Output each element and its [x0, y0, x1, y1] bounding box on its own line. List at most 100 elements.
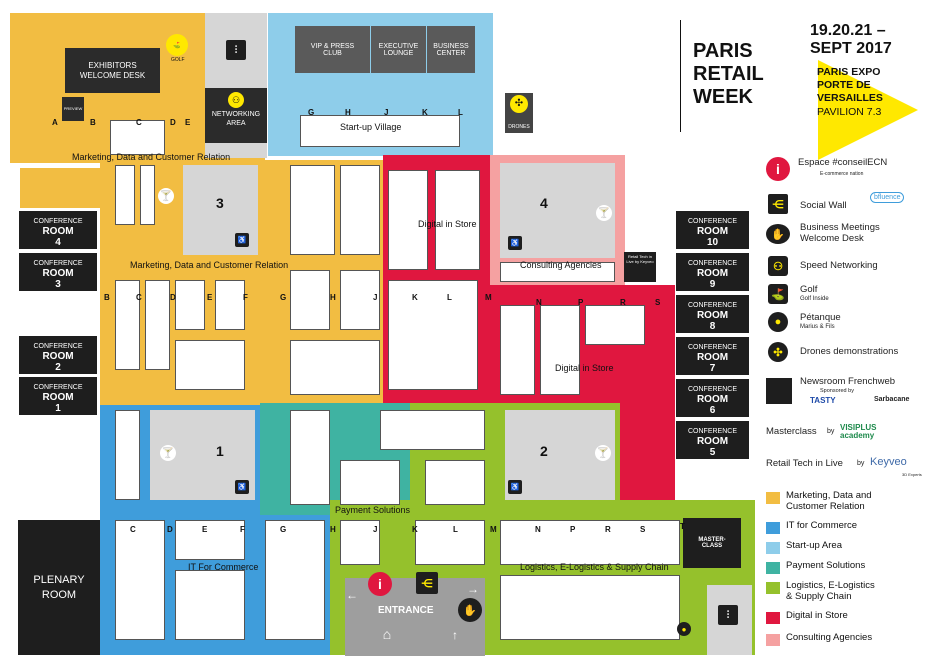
- executive-lounge: EXECUTIVE LOUNGE: [371, 26, 426, 73]
- booth-block[interactable]: [585, 305, 645, 345]
- booth-block[interactable]: [290, 340, 380, 395]
- cutlery-icon: ⫶: [718, 605, 738, 625]
- cloakroom-icon: ⌂: [382, 626, 392, 642]
- booth-block[interactable]: [425, 460, 485, 505]
- booth-block[interactable]: [115, 165, 135, 225]
- booth-block[interactable]: [175, 340, 245, 390]
- booth-block[interactable]: [300, 115, 460, 147]
- label-logistics: Logistics, E-Logistics & Supply Chain: [520, 562, 669, 572]
- sector-label: IT for Commerce: [786, 520, 858, 531]
- row-letter: A: [52, 118, 58, 127]
- row-letter: S: [640, 525, 646, 534]
- legend-sub: E-commerce nation: [820, 171, 864, 177]
- booth-block[interactable]: [388, 170, 428, 270]
- row-letter: P: [570, 525, 576, 534]
- handshake-icon[interactable]: ✋: [458, 598, 482, 622]
- row-letter: F: [240, 525, 245, 534]
- speed-networking-icon: ⚇: [768, 256, 788, 276]
- row-letter: H: [345, 108, 351, 117]
- row-letter: M: [485, 293, 492, 302]
- booth-block[interactable]: [340, 520, 380, 565]
- plenary-room[interactable]: PLENARY ROOM: [18, 520, 100, 655]
- booth-block[interactable]: [500, 305, 535, 395]
- legend-row-golf: ⛳ Golf Golf Inside: [762, 282, 937, 308]
- conf-label: CONFERENCE: [33, 218, 83, 225]
- booth-block[interactable]: [500, 575, 680, 640]
- share-icon[interactable]: ⋲: [416, 572, 438, 594]
- frenchweb-logo: [766, 378, 792, 404]
- drone-icon: ✣: [510, 95, 528, 113]
- petanque-icon: ●: [768, 312, 788, 332]
- legend-sub: Golf Inside: [800, 296, 829, 302]
- keyveo-sub: 3D Experts: [902, 472, 922, 477]
- restroom-icon: ♿: [508, 236, 522, 250]
- booth-block[interactable]: [115, 280, 140, 370]
- booth-block[interactable]: [380, 410, 485, 450]
- booth-block[interactable]: [435, 170, 480, 270]
- info-icon[interactable]: i: [368, 572, 392, 596]
- golf-icon[interactable]: ⛳: [166, 34, 188, 56]
- masterclass-room[interactable]: MASTER-CLASS: [683, 518, 741, 568]
- booth-block[interactable]: [340, 270, 380, 330]
- booth-block[interactable]: [110, 120, 165, 155]
- conf-num: 8: [709, 321, 716, 332]
- arrow-up-icon: ↑: [452, 628, 458, 642]
- drones-area: ✣ DRONES: [505, 93, 533, 133]
- info-icon: i: [766, 157, 790, 181]
- legend-row-retail-tech: Retail Tech in Live by Keyveo 3D Experts: [762, 454, 937, 478]
- legend-title: Business Meetings Welcome Desk: [800, 222, 880, 244]
- venue-line: PARIS EXPO: [817, 66, 881, 78]
- label-payment: Payment Solutions: [335, 505, 411, 515]
- booth-block[interactable]: [140, 165, 155, 225]
- booth-block[interactable]: [265, 520, 325, 640]
- vip-press-club: VIP & PRESS CLUB: [295, 26, 370, 73]
- booth-block[interactable]: [145, 280, 170, 370]
- booth-block[interactable]: [500, 262, 615, 282]
- booth-block[interactable]: [175, 280, 205, 330]
- sector-swatch: [766, 612, 780, 624]
- share-icon: ⋲: [768, 194, 788, 214]
- booth-block[interactable]: [175, 570, 245, 640]
- booth-block[interactable]: [500, 520, 680, 565]
- conf-room-word: ROOM: [42, 268, 74, 279]
- booth-block[interactable]: [115, 520, 165, 640]
- booth-block[interactable]: [415, 520, 485, 565]
- row-letter: L: [458, 108, 463, 117]
- label-digital-mid: Digital in Store: [555, 363, 614, 373]
- event-title: PARIS RETAIL WEEK: [693, 40, 764, 109]
- drones-label: DRONES: [508, 124, 530, 130]
- booth-block[interactable]: [290, 165, 335, 255]
- booth-block[interactable]: [388, 280, 478, 390]
- booth-block[interactable]: [340, 165, 380, 255]
- venue-line: VERSAILLES: [817, 92, 883, 104]
- booth-block[interactable]: [340, 460, 400, 505]
- booth-block[interactable]: [540, 305, 580, 395]
- cutlery-icon: ⫶: [226, 40, 246, 60]
- floor-plan: EXHIBITORS WELCOME DESK PREVIEW ⛳ GOLF ⫶…: [10, 13, 755, 656]
- booth-block[interactable]: [215, 280, 245, 330]
- label-marketing-top: Marketing, Data and Customer Relation: [72, 152, 231, 162]
- booth-block[interactable]: [20, 168, 100, 208]
- sponsor-sarbacane: Sarbacane: [874, 396, 910, 403]
- booth-block[interactable]: [115, 410, 140, 500]
- sector-label: Consulting Agencies: [786, 632, 873, 643]
- booth-block[interactable]: [290, 410, 330, 505]
- title-line: PARIS: [693, 40, 753, 62]
- bar-icon: 🍸: [160, 445, 176, 461]
- pavilion: PAVILION 7.3: [817, 106, 882, 118]
- booth-block[interactable]: [175, 520, 245, 560]
- sector-label: Start-up Area: [786, 540, 842, 551]
- booth-block[interactable]: [290, 270, 330, 330]
- restroom-icon: ♿: [235, 233, 249, 247]
- row-letter: T: [680, 522, 685, 531]
